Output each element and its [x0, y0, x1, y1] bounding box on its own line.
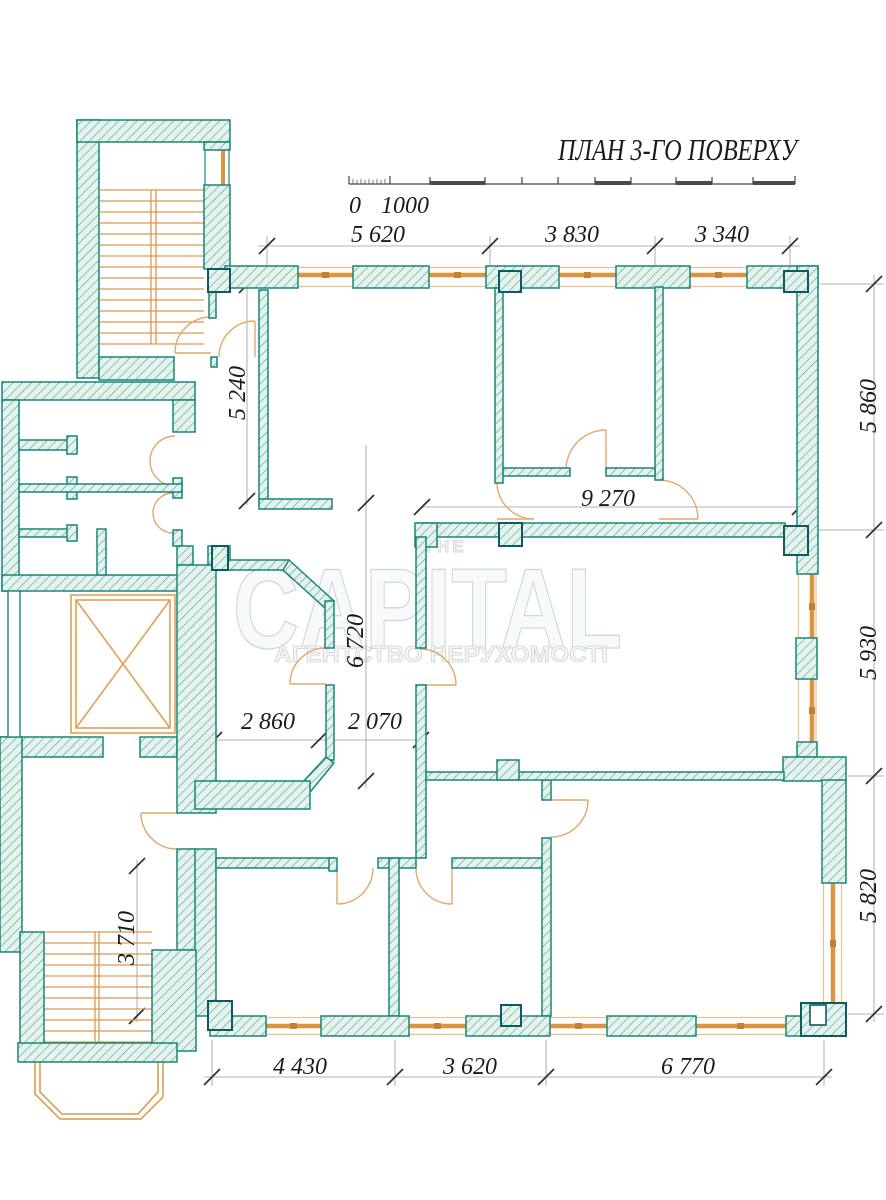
- svg-text:4 430: 4 430: [273, 1054, 327, 1080]
- svg-text:3 340: 3 340: [694, 222, 749, 248]
- svg-text:5 620: 5 620: [351, 222, 405, 248]
- svg-text:6 770: 6 770: [661, 1054, 715, 1080]
- svg-text:2 860: 2 860: [241, 709, 295, 735]
- svg-text:3 830: 3 830: [544, 222, 599, 248]
- svg-text:3 710: 3 710: [114, 911, 140, 966]
- svg-text:9 270: 9 270: [581, 486, 635, 512]
- svg-text:5 860: 5 860: [856, 379, 882, 433]
- svg-text:0: 0: [349, 193, 361, 219]
- svg-text:3 620: 3 620: [442, 1054, 497, 1080]
- svg-text:ПЛАН 3-ГО ПОВЕРХУ: ПЛАН 3-ГО ПОВЕРХУ: [557, 132, 800, 167]
- svg-text:АГЕНТСТВО НЕРУХОМОСТІ: АГЕНТСТВО НЕРУХОМОСТІ: [274, 641, 608, 667]
- svg-text:5 930: 5 930: [856, 626, 882, 680]
- svg-text:1000: 1000: [381, 193, 429, 219]
- svg-text:5 820: 5 820: [856, 869, 882, 923]
- svg-text:2 070: 2 070: [348, 709, 402, 735]
- svg-text:5 240: 5 240: [225, 366, 251, 420]
- svg-text:6 720: 6 720: [343, 614, 369, 668]
